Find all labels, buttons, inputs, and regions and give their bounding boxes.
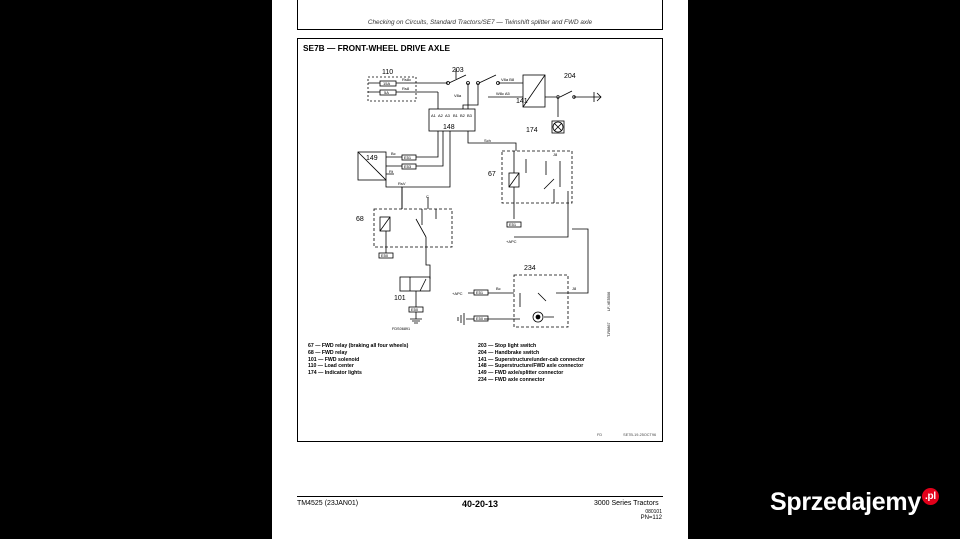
brand-text: Sprzedajemy <box>770 488 921 516</box>
legend-item: 141 — Superstructure/under-cab connector <box>478 356 585 363</box>
legend-item: 67 — FWD relay (braking all four wheels) <box>308 343 409 349</box>
legend-item: 110 — Load center <box>308 363 354 370</box>
section-title: SE7B — FRONT-WHEEL DRIVE AXLE <box>303 43 451 53</box>
header-frame: Checking on Circuits, Standard Tractors/… <box>297 0 663 30</box>
diagram-code: FDS06891 <box>392 327 410 331</box>
footer-left: TM4525 (23JAN01) <box>297 500 359 507</box>
gnd-e51-c: E51 <box>476 290 484 295</box>
brand-badge: .pl <box>921 488 939 505</box>
gnd-e50-b: E50 <box>411 307 419 312</box>
legend-item: 101 — FWD solenoid <box>308 356 360 363</box>
label-110: 110 <box>382 69 393 76</box>
wire-c: C <box>426 194 429 199</box>
label-141: 141 <box>516 98 528 105</box>
footer-right: 3000 Series Tractors <box>594 500 659 507</box>
wire-v8ab8: V8a B8 <box>501 77 515 82</box>
wire-w8c: W8c A5 <box>496 91 511 96</box>
wire-rs8c: Rs8c <box>402 77 411 82</box>
apc-1: +APC <box>506 239 517 244</box>
wiring-diagram: 110 15A 5A Rs8c Rs8 203 V8a V8a B8 W8c A… <box>356 67 611 337</box>
side-code-2: T-R6867 <box>607 322 611 337</box>
figure-prefix: FD <box>597 433 603 437</box>
pin-a3: A3 <box>445 113 451 118</box>
legend-item: 204 — Handbrake switch <box>478 349 540 356</box>
fuse-5a: 5A <box>384 90 389 95</box>
label-174: 174 <box>526 127 538 134</box>
gnd-e50-a: E50 <box>381 253 389 258</box>
pin-a2: A2 <box>438 113 444 118</box>
wire-j8-2: J8 <box>572 286 577 291</box>
gnd-e53: E53 <box>404 164 412 169</box>
label-67: 67 <box>488 171 496 178</box>
gnd-e51-a: E51 <box>404 155 412 160</box>
label-68: 68 <box>356 216 364 223</box>
figure-id-text: SE7B-19-25OCT96 <box>623 433 657 437</box>
wire-bc: Bc <box>391 151 396 156</box>
footer-page-number: 40-20-13 <box>462 499 499 509</box>
wire-sch: Sch <box>484 138 491 143</box>
pin-b3: B3 <box>467 113 473 118</box>
gnd-e50-c: E50 <box>476 316 484 321</box>
legend-item: 149 — FWD axle/splitter connector <box>478 370 564 377</box>
diagram-box: SE7B — FRONT-WHEEL DRIVE AXLE 110 15A 5A… <box>297 38 663 442</box>
pin-b1: B1 <box>453 113 459 118</box>
legend-left: 67 — FWD relay (braking all four wheels)… <box>308 343 408 377</box>
wire-rsv: RsV <box>398 181 406 186</box>
label-148: 148 <box>443 124 455 131</box>
wire-bc2: Bc <box>496 286 501 291</box>
label-101: 101 <box>394 295 406 302</box>
label-204: 204 <box>564 73 576 80</box>
legend-item: 203 — Stop light switch <box>478 343 537 349</box>
apc-2: +APC <box>452 291 463 296</box>
footer-date: 080101 <box>645 509 662 515</box>
fuse-15a: 15A <box>383 81 390 86</box>
label-149: 149 <box>366 155 378 162</box>
label-234: 234 <box>524 265 536 272</box>
footer-rule <box>297 496 663 497</box>
legend-item: 68 — FWD relay <box>308 349 348 356</box>
wire-v8a: V8a <box>454 93 462 98</box>
legend-item: 174 — Indicator lights <box>308 370 362 377</box>
wire-rt: Rt <box>389 169 394 174</box>
footer-pn: PN=112 <box>640 515 662 521</box>
legend-item: 234 — FWD axle connector <box>478 376 545 383</box>
pin-b2: B2 <box>460 113 466 118</box>
figure-id: FD SE7B-19-25OCT96 <box>597 433 656 437</box>
label-203: 203 <box>452 67 464 74</box>
side-code-1: LF-VE5506 <box>607 292 611 311</box>
header-text: Checking on Circuits, Standard Tractors/… <box>367 19 593 26</box>
gnd-e51-b: E51 <box>509 222 517 227</box>
pin-a1: A1 <box>431 113 437 118</box>
wire-rs8: Rs8 <box>402 86 410 91</box>
wire-j8: J8 <box>553 152 558 157</box>
legend-item: 148 — Superstructure/FWD axle connector <box>478 363 584 370</box>
manual-page: Checking on Circuits, Standard Tractors/… <box>272 0 688 539</box>
legend-right: 203 — Stop light switch 204 — Handbrake … <box>478 343 585 384</box>
watermark-logo: Sprzedajemy.pl <box>770 488 939 517</box>
